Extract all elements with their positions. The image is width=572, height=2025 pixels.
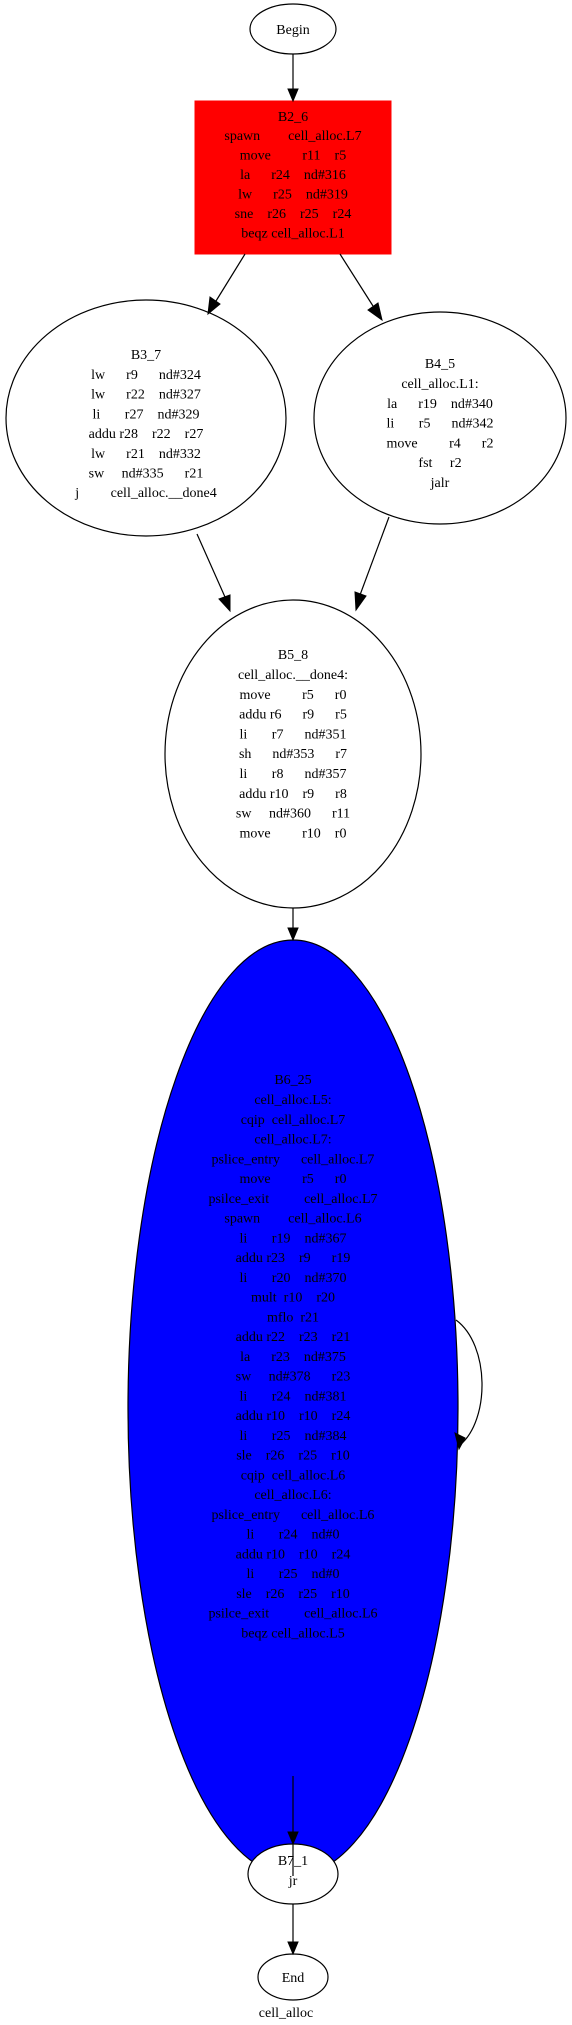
node-end[interactable]: End — [257, 1953, 329, 2001]
node-end-label: End — [282, 1971, 305, 1986]
instruction-line: psilce_exit cell_alloc.L6 — [208, 1607, 377, 1622]
instruction-line: pslice_entry cell_alloc.L7 — [212, 1152, 375, 1167]
instruction-line: lw r25 nd#319 — [238, 188, 348, 203]
instruction-line: li r19 nd#367 — [240, 1231, 347, 1246]
edge-b6-25-self-loop — [454, 1319, 483, 1451]
instruction-line: lw r22 nd#327 — [91, 388, 201, 403]
node-b3-7-shape — [5, 299, 287, 537]
instruction-line: cell_alloc.L7: — [254, 1133, 331, 1148]
node-b5-8-lines: cell_alloc.__done4:move r5 r0 addu r6 r9 … — [236, 668, 350, 841]
instruction-line: li r27 nd#329 — [93, 407, 200, 422]
edge-b3-7-b5-8 — [196, 533, 231, 613]
node-b7-1-lines: jr — [288, 1874, 298, 1889]
instruction-line: mult r10 r20 — [251, 1291, 335, 1306]
node-b6-25-lines: cell_alloc.L5:cqip cell_alloc.L7 cell_all… — [208, 1093, 377, 1641]
instruction-line: lw r21 nd#332 — [91, 447, 201, 462]
instruction-line: move r11 r5 — [240, 149, 346, 164]
node-b5-8-title: B5_8 — [278, 648, 308, 663]
instruction-line: addu r10 r10 r24 — [236, 1547, 351, 1562]
instruction-line: sw nd#378 r23 — [236, 1370, 351, 1385]
instruction-line: li r24 nd#381 — [240, 1389, 347, 1404]
instruction-line: addu r10 r9 r8 — [239, 787, 347, 802]
instruction-line: li r25 nd#0 — [247, 1567, 340, 1582]
edge-b2-6-b4-5 — [339, 253, 383, 322]
instruction-line: addu r10 r10 r24 — [236, 1409, 351, 1424]
edge-b7-1-end — [287, 1904, 299, 1956]
instruction-line: cell_alloc.L5: — [254, 1093, 331, 1108]
instruction-line: addu r6 r9 r5 — [239, 708, 347, 723]
instruction-line: sle r26 r25 r10 — [236, 1449, 350, 1464]
instruction-line: li r25 nd#384 — [240, 1429, 347, 1444]
instruction-line: fst r2 — [418, 456, 461, 471]
instruction-line: cqip cell_alloc.L6 — [241, 1468, 346, 1483]
edge-b6-25-b7-1 — [287, 1776, 299, 1876]
instruction-line: move r5 r0 — [240, 688, 347, 703]
instruction-line: cell_alloc.L1: — [401, 377, 478, 392]
instruction-line: beqz cell_alloc.L5 — [241, 1626, 344, 1641]
edge-b5-8-b6-25 — [287, 908, 299, 942]
instruction-line: sw nd#335 r21 — [89, 467, 204, 482]
instruction-line: li r8 nd#357 — [240, 767, 347, 782]
node-b4-5-shape — [313, 311, 567, 525]
instruction-line: move r10 r0 — [240, 826, 347, 841]
node-b4-5-title: B4_5 — [425, 357, 455, 372]
instruction-line: cell_alloc.__done4: — [238, 668, 348, 683]
instruction-line: la r19 nd#340 — [387, 397, 493, 412]
instruction-line: cqip cell_alloc.L7 — [241, 1113, 346, 1128]
instruction-line: sne r26 r25 r24 — [235, 207, 352, 222]
instruction-line: mflo r21 — [267, 1310, 319, 1325]
node-b3-7-title: B3_7 — [131, 348, 161, 363]
node-begin-label: Begin — [276, 23, 309, 38]
edge-b4-5-b5-8 — [354, 516, 390, 612]
instruction-line: spawn cell_alloc.L6 — [224, 1212, 361, 1227]
instruction-line: addu r22 r23 r21 — [236, 1330, 351, 1345]
instruction-line: cell_alloc.L6: — [254, 1488, 331, 1503]
instruction-line: li r5 nd#342 — [387, 417, 494, 432]
node-begin[interactable]: Begin — [249, 3, 337, 55]
node-b6-25-title: B6_25 — [274, 1073, 311, 1088]
edges — [196, 54, 483, 1956]
edge-begin-b2-6 — [287, 54, 299, 103]
instruction-line: addu r28 r22 r27 — [89, 427, 204, 442]
instruction-line: spawn cell_alloc.L7 — [224, 129, 361, 144]
instruction-line: li r24 nd#0 — [247, 1528, 340, 1543]
node-b2-6-title: B2_6 — [278, 110, 308, 125]
graph-caption: cell_alloc — [259, 2006, 313, 2021]
instruction-line: la r23 nd#375 — [240, 1350, 346, 1365]
instruction-line: move r4 r2 — [387, 436, 494, 451]
node-b3-7[interactable]: B3_7 lw r9 nd#324 lw r22 nd#327 li r27 nd#… — [5, 299, 287, 537]
instruction-line: addu r23 r9 r19 — [236, 1251, 351, 1266]
instruction-line: beqz cell_alloc.L1 — [241, 227, 344, 242]
node-b3-7-lines: lw r9 nd#324 lw r22 nd#327 li r27 nd#329 ad… — [74, 368, 217, 501]
instruction-line: pslice_entry cell_alloc.L6 — [212, 1508, 375, 1523]
node-b4-5[interactable]: B4_5 cell_alloc.L1:la r19 nd#340 li r5 nd… — [313, 311, 567, 525]
instruction-line: li r7 nd#351 — [240, 727, 347, 742]
instruction-line: sh nd#353 r7 — [239, 747, 347, 762]
node-b2-6-shape — [194, 100, 392, 255]
instruction-line: j cell_alloc.__done4 — [74, 486, 217, 501]
instruction-line: psilce_exit cell_alloc.L7 — [208, 1192, 377, 1207]
instruction-line: sw nd#360 r11 — [236, 807, 350, 822]
instruction-line: li r20 nd#370 — [240, 1271, 347, 1286]
edge-b2-6-b3-7 — [207, 253, 246, 316]
instruction-line: la r24 nd#316 — [240, 168, 346, 183]
instruction-line: move r5 r0 — [240, 1172, 347, 1187]
instruction-line: jr — [288, 1874, 298, 1889]
node-b6-25[interactable]: B6_25 cell_alloc.L5:cqip cell_alloc.L7ce… — [127, 939, 459, 1877]
instruction-line: jalr — [430, 476, 450, 491]
node-b5-8[interactable]: B5_8 cell_alloc.__done4:move r5 r0 addu r… — [164, 599, 422, 909]
instruction-line: lw r9 nd#324 — [91, 368, 201, 383]
node-b4-5-lines: cell_alloc.L1:la r19 nd#340 li r5 nd#342 m… — [387, 377, 494, 491]
instruction-line: sle r26 r25 r10 — [236, 1587, 350, 1602]
